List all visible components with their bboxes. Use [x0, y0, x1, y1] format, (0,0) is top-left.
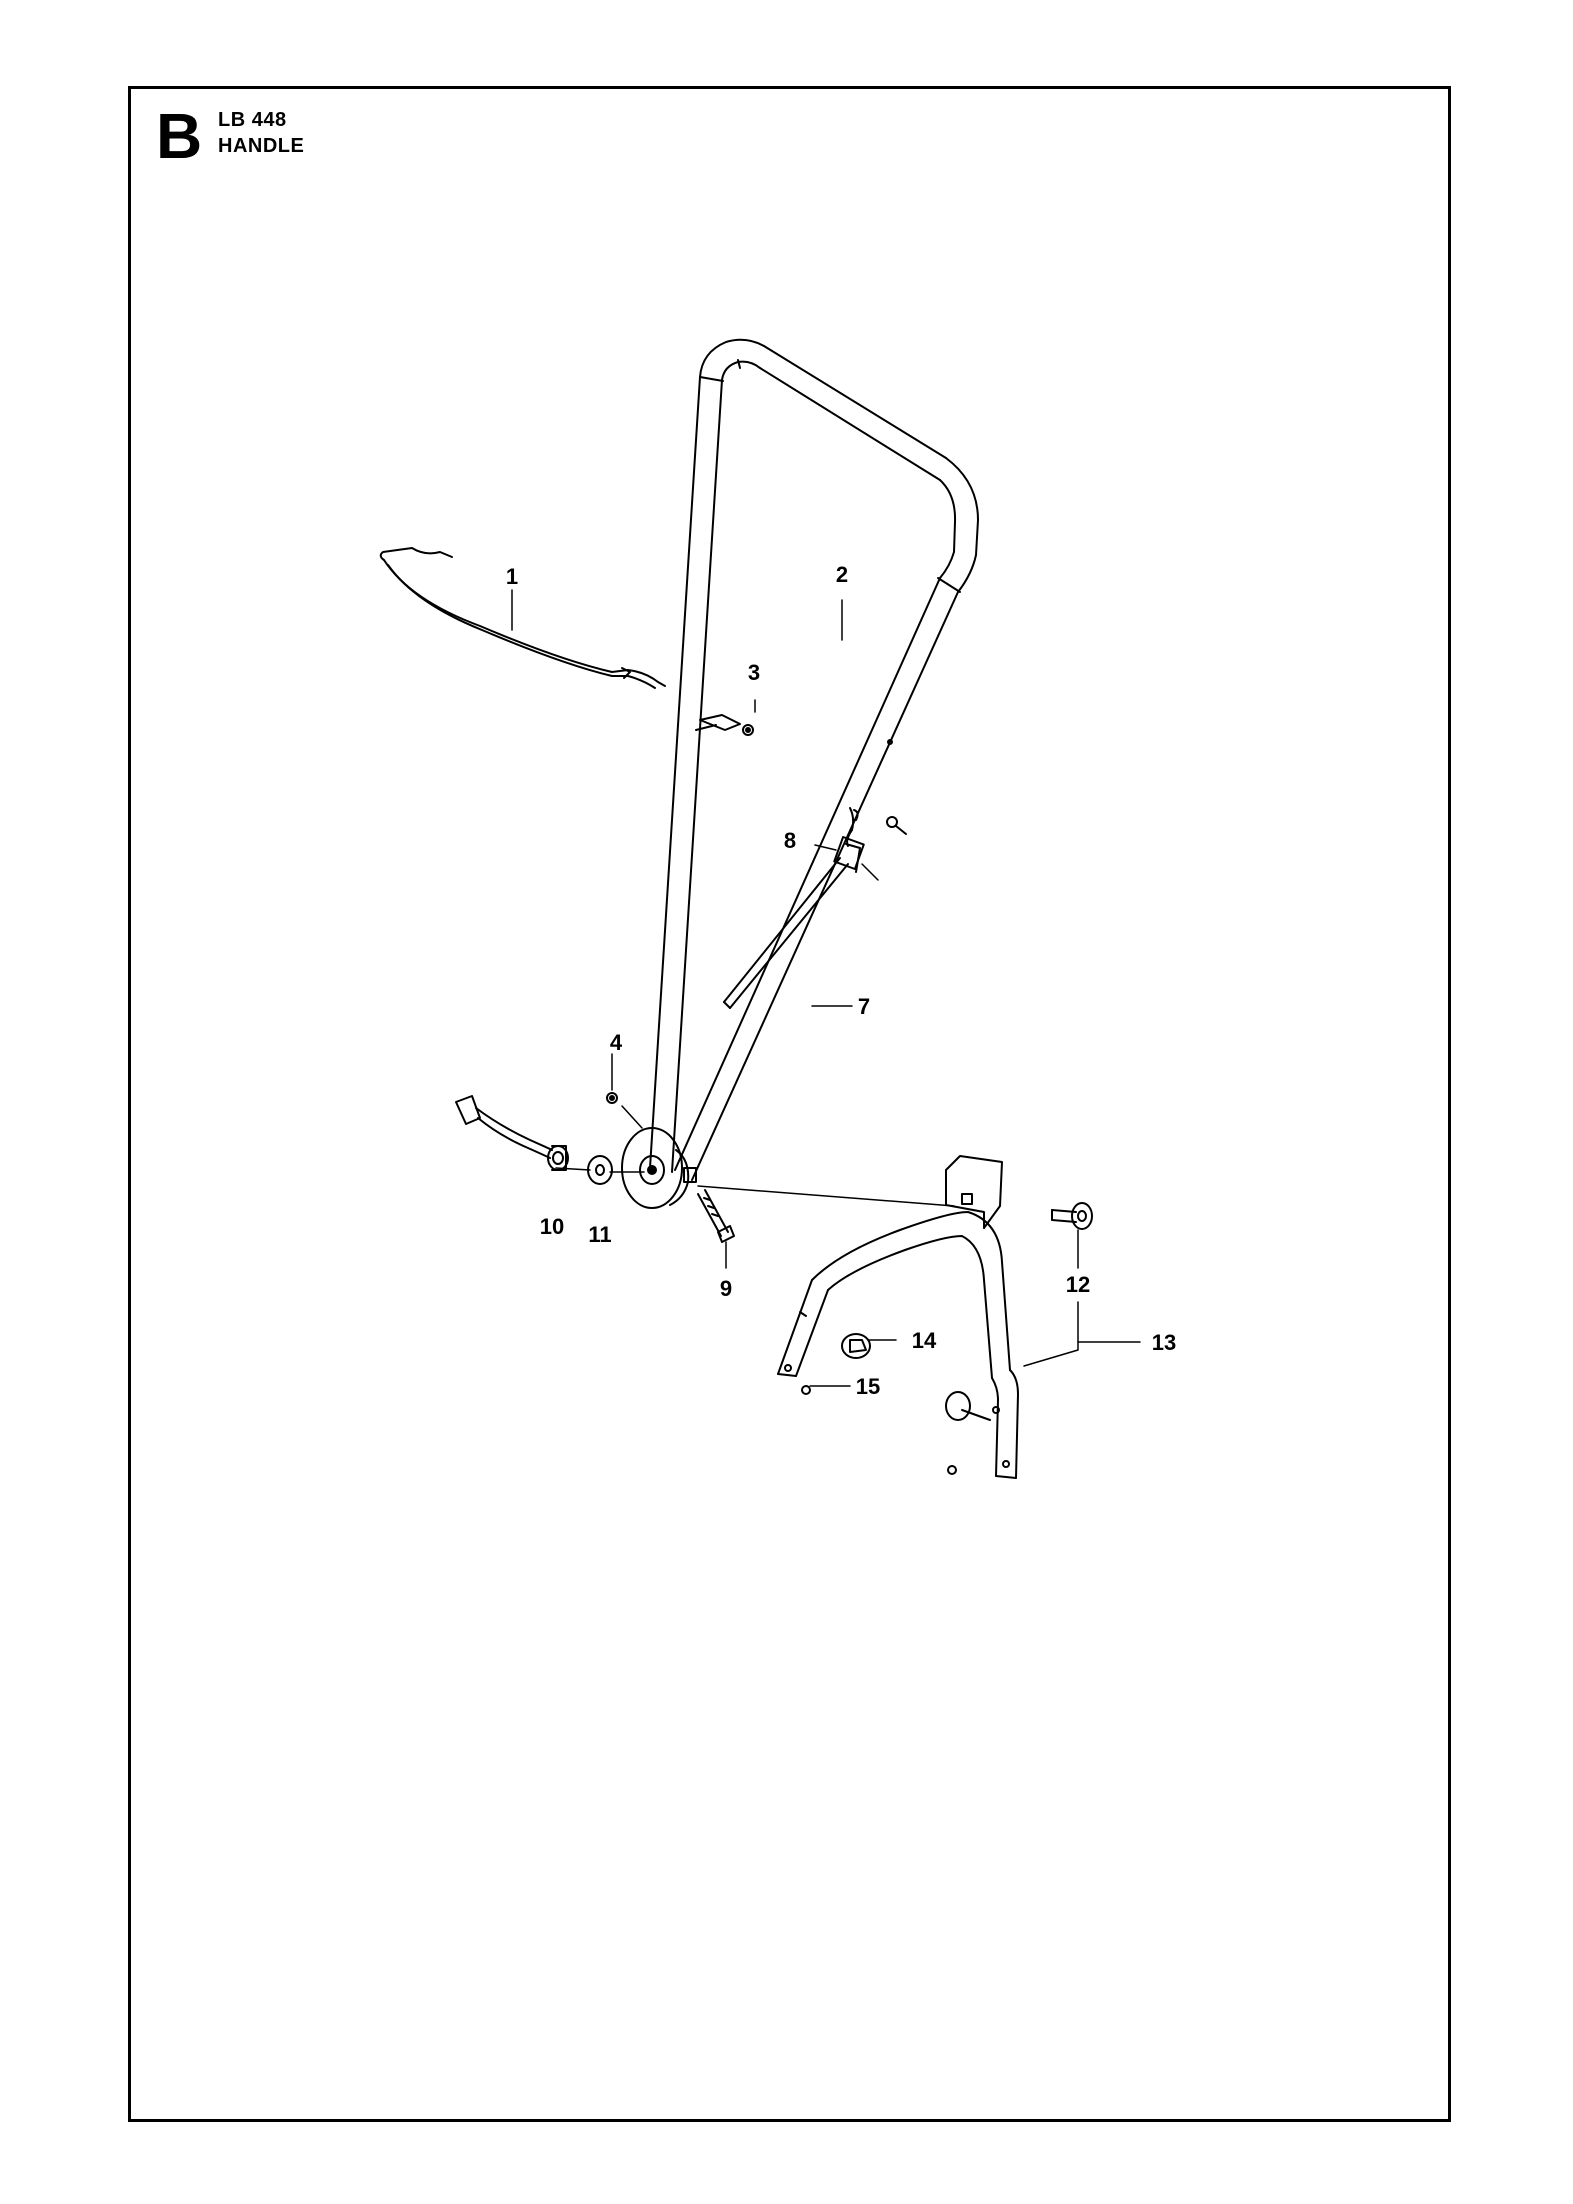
part-13-lower-bracket-drawing [777, 1155, 1019, 1479]
callout-4: 4 [610, 1030, 623, 1055]
callout-3: 3 [748, 660, 760, 685]
callout-11: 11 [588, 1222, 611, 1247]
part-1-cable-drawing [379, 547, 666, 689]
diagram-title: HANDLE [218, 135, 305, 157]
callout-10: 10 [540, 1214, 564, 1239]
callout-9: 9 [720, 1276, 732, 1301]
part-9-bolt-drawing [697, 1189, 735, 1243]
callout-8: 8 [784, 828, 796, 853]
part-12-bolt-drawing [1051, 1202, 1093, 1230]
part-10-cable-drawing [455, 1095, 569, 1171]
part-3-clip-drawing [695, 714, 754, 736]
leader-lines [511, 589, 1141, 1387]
part-2-handle-drawing [649, 338, 979, 1181]
callout-1: 1 [506, 564, 518, 589]
hub-plate-drawing [621, 1127, 697, 1209]
callout-14: 14 [912, 1328, 937, 1353]
part-4-nut-drawing [606, 1092, 618, 1104]
part-11-washer-drawing [587, 1155, 613, 1185]
frame-nut-drawing [886, 816, 907, 835]
section-letter: B [156, 100, 203, 172]
callout-15: 15 [856, 1374, 880, 1399]
page-frame [128, 86, 1451, 2122]
model-number: LB 448 [218, 109, 287, 131]
part-14-washer-drawing [841, 1333, 871, 1359]
lower-fasteners-drawing [801, 1385, 991, 1475]
callout-13: 13 [1152, 1330, 1176, 1355]
callout-7: 7 [858, 994, 870, 1019]
callout-2: 2 [836, 562, 848, 587]
part-8-switch-drawing [723, 807, 865, 1009]
callout-12: 12 [1066, 1272, 1090, 1297]
